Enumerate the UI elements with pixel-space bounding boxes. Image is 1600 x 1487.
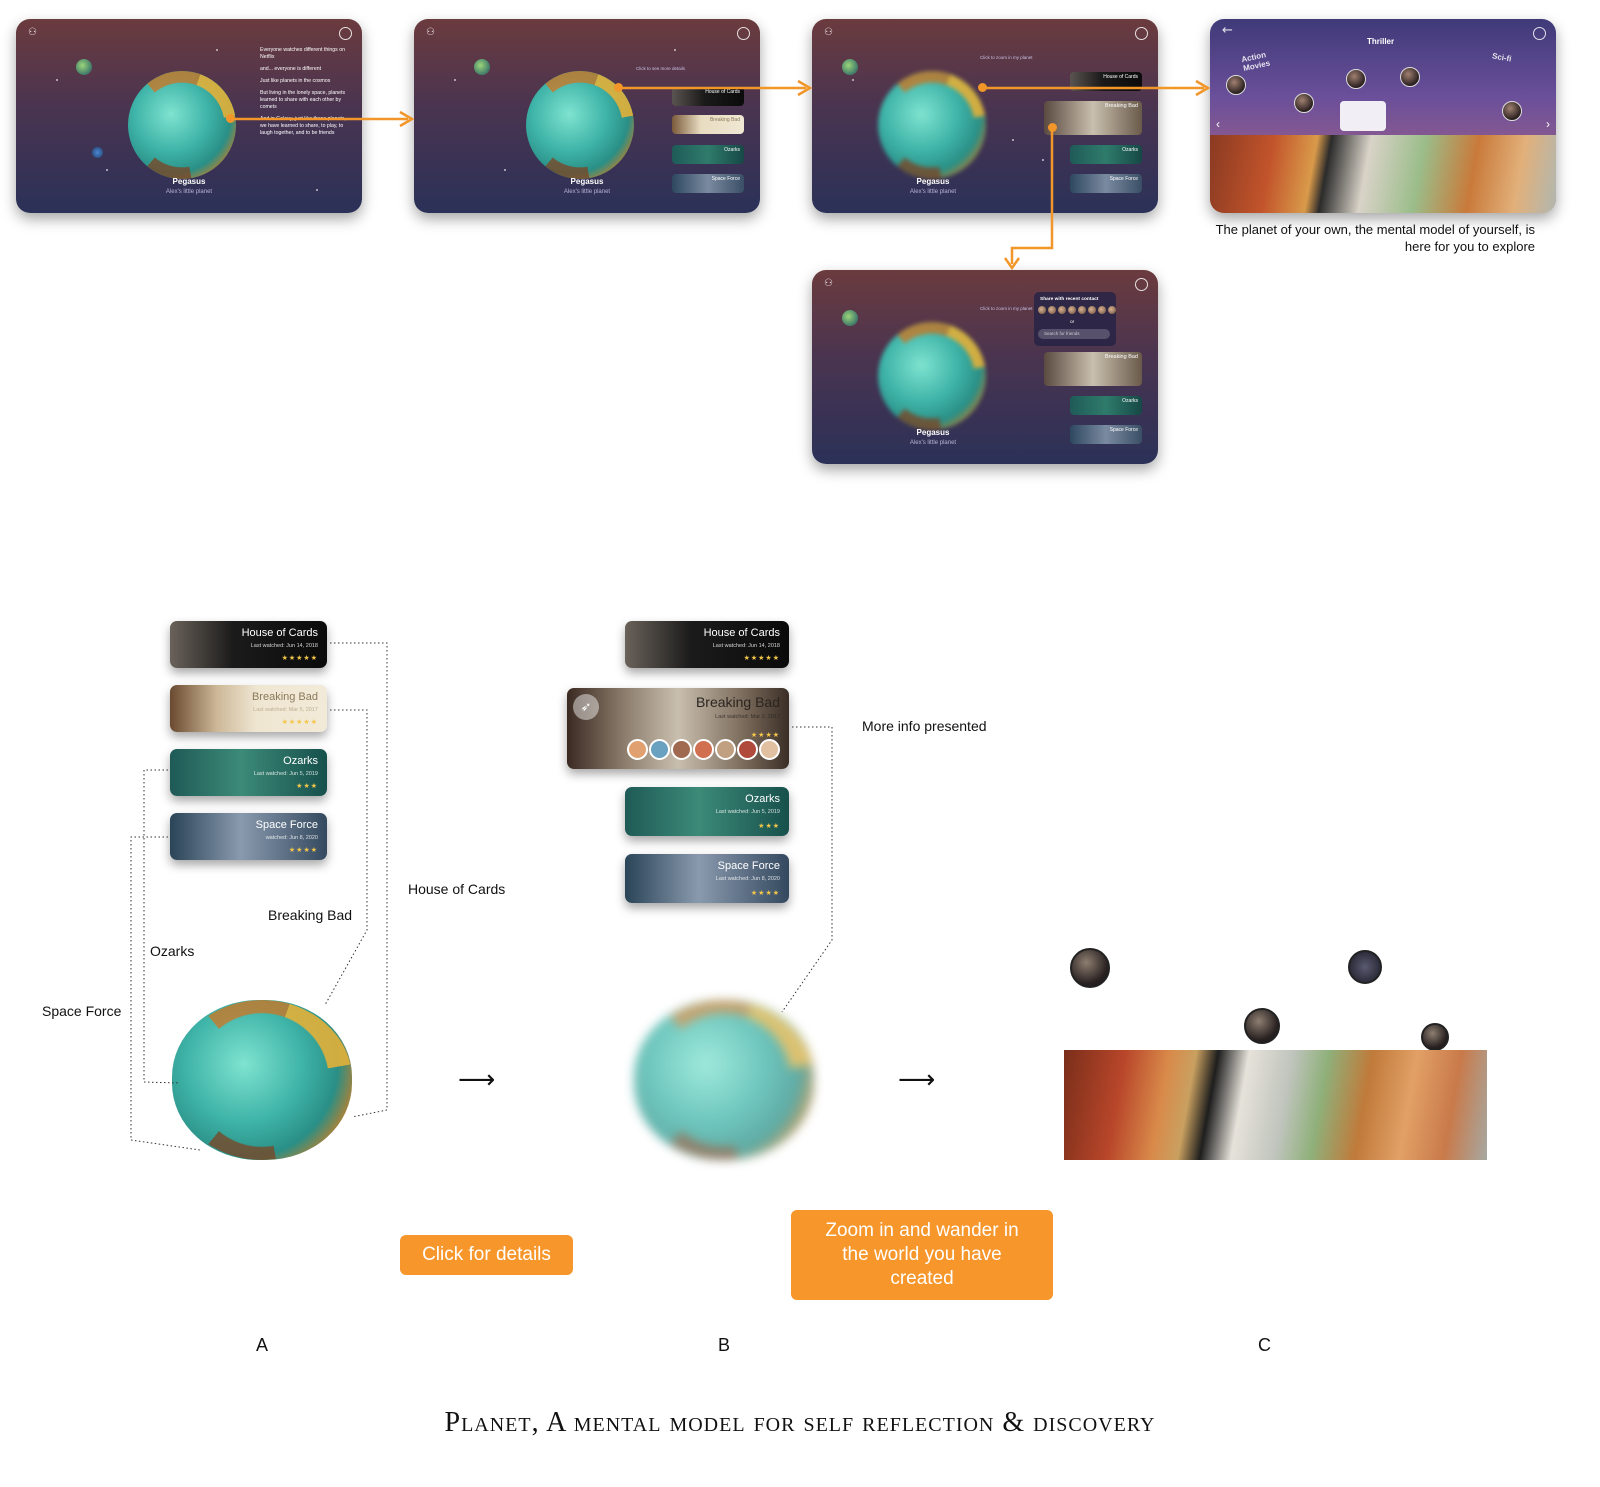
intro-text: Everyone watches different things on Net…: [260, 47, 346, 136]
poster-bubble[interactable]: [1502, 101, 1522, 121]
back-arrow-icon[interactable]: ←: [1222, 23, 1233, 38]
mini-card-space-force[interactable]: Space Force: [672, 174, 744, 193]
mini-planet[interactable]: [474, 59, 490, 75]
friend-avatars[interactable]: [627, 739, 781, 765]
profile-icon[interactable]: [737, 27, 750, 40]
poster-bubble[interactable]: [1244, 1008, 1280, 1044]
hint-details: Click to see more details: [636, 66, 686, 71]
zoom-in-button[interactable]: Zoom in and wander in the world you have…: [791, 1210, 1053, 1300]
chevron-right-icon[interactable]: ›: [1546, 117, 1550, 131]
planet-subtitle: Alex's little planet: [909, 440, 957, 446]
planet-b-blurred[interactable]: [634, 1000, 814, 1160]
screen-shows: ⚇ Pegasus Alex's little planet Click to …: [414, 19, 760, 213]
connector-dot: [226, 114, 235, 123]
poster-bubble[interactable]: [1400, 67, 1420, 87]
label-house-of-cards: House of Cards: [408, 881, 506, 897]
card-breaking-bad[interactable]: Breaking Bad Last watched: Mar 5, 2017 ★…: [170, 685, 327, 732]
mini-card-ozarks[interactable]: Ozarks: [1070, 145, 1142, 164]
mini-card-space-force[interactable]: Space Force: [1070, 174, 1142, 193]
card-house-of-cards[interactable]: House of Cards Last watched: Jun 14, 201…: [170, 621, 327, 668]
poster-bubble[interactable]: [1421, 1023, 1449, 1051]
arrow-a-to-b: ⟶: [458, 1065, 496, 1095]
planet-pegasus[interactable]: [878, 71, 986, 179]
genre-action-movies[interactable]: Action Movies: [1240, 50, 1271, 73]
label-a: A: [256, 1335, 269, 1355]
mini-planet[interactable]: [92, 147, 103, 158]
label-ozarks: Ozarks: [150, 943, 195, 959]
label-breaking-bad: Breaking Bad: [268, 907, 353, 923]
share-title: Share with recent contact: [1040, 297, 1099, 302]
screen-details: ⚇ Pegasus Alex's little planet Click to …: [812, 19, 1158, 213]
profile-icon[interactable]: [1533, 27, 1546, 40]
mini-card-house-of-cards[interactable]: House of Cards: [672, 87, 744, 106]
planet-name: Pegasus: [916, 177, 950, 186]
chevron-left-icon[interactable]: ‹: [1216, 117, 1220, 131]
profile-icon[interactable]: [339, 27, 352, 40]
planet-subtitle: Alex's little planet: [563, 189, 611, 195]
friends-icon[interactable]: ⚇: [824, 278, 833, 289]
poster-bubble[interactable]: [1070, 948, 1110, 988]
mini-card-space-force[interactable]: Space Force: [1070, 425, 1142, 444]
friend-search-input[interactable]: Search for friends: [1038, 329, 1110, 339]
label-more-info: More info presented: [862, 718, 987, 734]
detail-tooltip: [1340, 101, 1386, 131]
poster-bubble[interactable]: [1226, 75, 1246, 95]
mini-card-breaking-bad-expanded[interactable]: Breaking Bad: [1044, 101, 1142, 135]
hint-zoom: Click to zoom in my planet: [980, 55, 1033, 60]
label-space-force: Space Force: [42, 1003, 122, 1019]
screen-intro: ⚇ Pegasus Alex's little planet Everyone …: [16, 19, 362, 213]
click-for-details-button[interactable]: Click for details: [400, 1235, 573, 1275]
friends-icon[interactable]: ⚇: [28, 27, 37, 38]
card-house-of-cards[interactable]: House of Cards Last watched: Jun 14, 201…: [625, 621, 789, 668]
mini-card-breaking-bad[interactable]: Breaking Bad: [672, 115, 744, 134]
mini-card-ozarks[interactable]: Ozarks: [1070, 396, 1142, 415]
planet-landscape[interactable]: [1210, 135, 1556, 213]
mini-card-house-of-cards[interactable]: House of Cards: [1070, 72, 1142, 91]
profile-icon[interactable]: [1135, 27, 1148, 40]
genre-thriller[interactable]: Thriller: [1367, 37, 1395, 46]
planet-pegasus[interactable]: [128, 71, 236, 179]
share-rocket-icon[interactable]: ➶: [573, 694, 599, 720]
screen-share: ⚇ Pegasus Alex's little planet Click to …: [812, 270, 1158, 464]
planet-landscape-zoomed[interactable]: [1064, 1050, 1487, 1160]
poster-bubble[interactable]: [1346, 69, 1366, 89]
screen-explore: ← Action Movies Thriller Sci-fi ‹ ›: [1210, 19, 1556, 213]
planet-name: Pegasus: [172, 177, 206, 186]
label-b: B: [718, 1335, 731, 1355]
recent-contacts[interactable]: [1038, 306, 1116, 314]
share-panel: Share with recent contact or Search for …: [1034, 292, 1116, 346]
mini-planet[interactable]: [842, 59, 858, 75]
explore-caption: The planet of your own, the mental model…: [1215, 222, 1535, 254]
card-ozarks[interactable]: Ozarks Last watched: Jun 5, 2019 ★★★: [170, 749, 327, 796]
planet-name: Pegasus: [570, 177, 604, 186]
connector-dot: [1048, 123, 1057, 132]
planet-name: Pegasus: [916, 428, 950, 437]
mini-card-ozarks[interactable]: Ozarks: [672, 145, 744, 164]
connector-dot: [978, 83, 987, 92]
card-ozarks[interactable]: Ozarks Last watched: Jun 5, 2019 ★★★: [625, 787, 789, 836]
friends-icon[interactable]: ⚇: [426, 27, 435, 38]
planet-a[interactable]: [172, 1000, 352, 1160]
friends-icon[interactable]: ⚇: [824, 27, 833, 38]
connector-dot: [614, 83, 623, 92]
card-breaking-bad-expanded[interactable]: ➶ Breaking Bad Last watched: Mar 2, 2017…: [567, 688, 789, 769]
mini-planet[interactable]: [842, 310, 858, 326]
planet-pegasus[interactable]: [878, 322, 986, 430]
page-title: Planet, A mental model for self reflecti…: [444, 1407, 1156, 1438]
poster-bubble[interactable]: [1294, 93, 1314, 113]
card-space-force[interactable]: Space Force watched: Jun 8, 2020 ★★★★: [170, 813, 327, 860]
poster-bubble[interactable]: [1348, 950, 1382, 984]
mini-card-breaking-bad-expanded[interactable]: Breaking Bad: [1044, 352, 1142, 386]
label-c: C: [1258, 1335, 1271, 1355]
profile-icon[interactable]: [1135, 278, 1148, 291]
planet-subtitle: Alex's little planet: [909, 189, 957, 195]
mini-planet[interactable]: [76, 59, 92, 75]
card-space-force[interactable]: Space Force Last watched: Jun 8, 2020 ★★…: [625, 854, 789, 903]
planet-subtitle: Alex's little planet: [165, 189, 213, 195]
genre-sci-fi[interactable]: Sci-fi: [1491, 51, 1513, 64]
hint-zoom: Click to zoom in my planet: [980, 306, 1033, 311]
share-or: or: [1070, 320, 1075, 325]
arrow-b-to-c: ⟶: [898, 1065, 936, 1095]
